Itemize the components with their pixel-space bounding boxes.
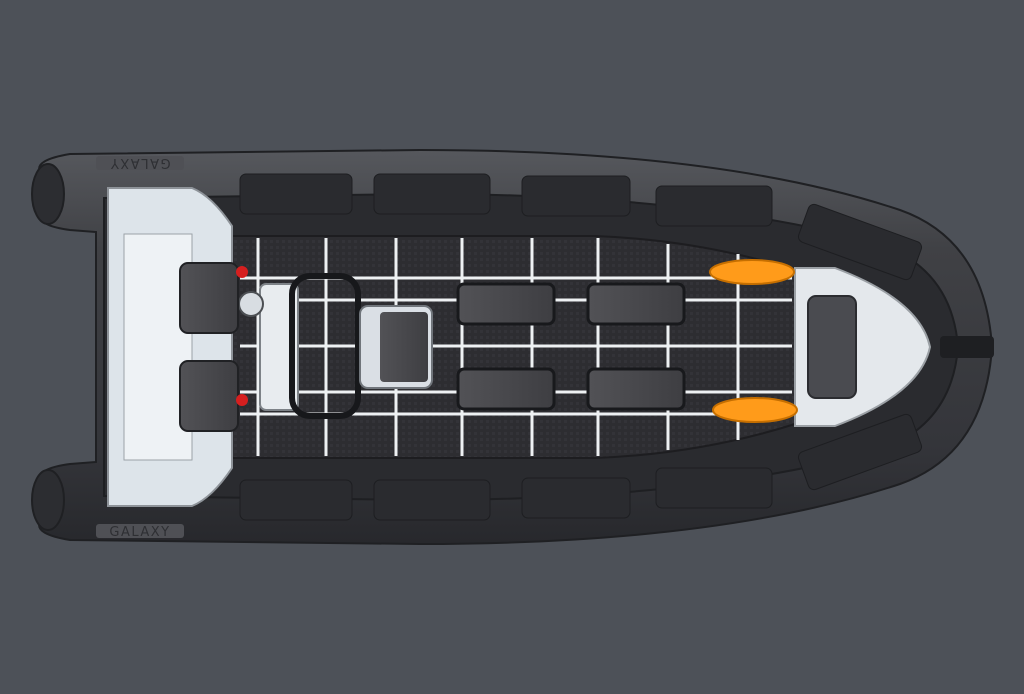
stern-light-top [236,266,248,278]
lifebuoy-bottom [712,397,798,423]
lifebuoys [709,259,798,423]
bow-cleat [940,336,994,358]
tube-end-top [31,163,65,225]
stern-seat-bottom [179,360,239,432]
brand-label-bottom: GALAXY [109,525,170,540]
brand-plate-top [96,156,184,170]
tube-pads [239,173,923,521]
passenger-seat [586,367,686,411]
bow-hatch [807,295,857,399]
passenger-seats [456,282,686,411]
lifebuoy-top [709,259,795,285]
helm-console [259,283,299,411]
brand-label-top: GALAXY [109,155,170,170]
captain-seat-cushion [380,312,428,382]
tube-end-bottom [31,469,65,531]
passenger-seat [586,282,686,326]
brand-plate-bottom [96,524,184,538]
stern-light-bottom [236,394,248,406]
passenger-seat [456,367,556,411]
stern-seat-top [179,262,239,334]
passenger-seat [456,282,556,326]
windscreen [289,273,361,419]
steering-wheel-icon [238,291,264,317]
